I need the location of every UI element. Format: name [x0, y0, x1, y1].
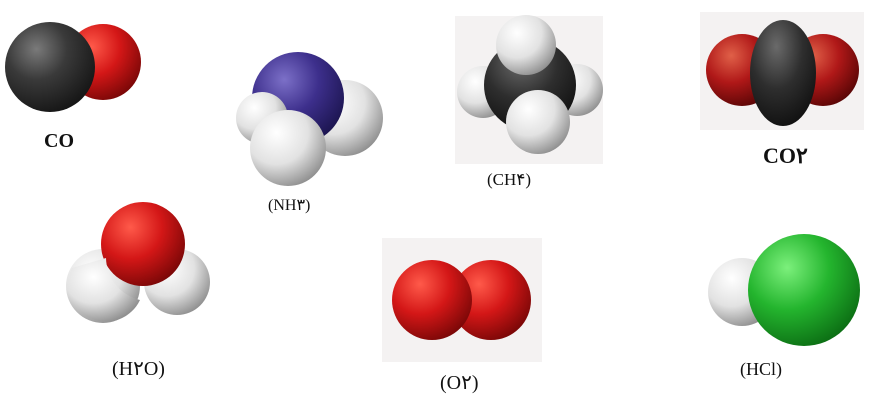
o2-label: (O۲) [440, 372, 479, 394]
chlorine-atom [748, 234, 860, 346]
o2-model [382, 238, 542, 362]
co2-label: CO۲ [763, 143, 808, 168]
hydrogen-atom [506, 90, 570, 154]
co-label: CO [44, 130, 74, 152]
co2-model [700, 12, 864, 130]
oxygen-atom [101, 202, 185, 286]
hydrogen-atom [496, 15, 556, 75]
ch4-model [455, 15, 603, 164]
oxygen-atom [392, 260, 472, 340]
carbon-atom [5, 22, 95, 112]
oxygen-atom [451, 260, 531, 340]
h2o-label: (H۲O) [112, 358, 165, 380]
hydrogen-atom [68, 258, 140, 322]
nh3-label: (NH۳) [268, 197, 311, 214]
h2o-model [66, 202, 210, 323]
hcl-label: (HCl) [740, 359, 782, 379]
ch4-label: (CH۴) [487, 170, 532, 189]
co-model [5, 22, 141, 112]
carbon-atom [750, 20, 816, 126]
nh3-model [236, 52, 383, 186]
hcl-model [708, 234, 860, 346]
hydrogen-atom [250, 110, 326, 186]
